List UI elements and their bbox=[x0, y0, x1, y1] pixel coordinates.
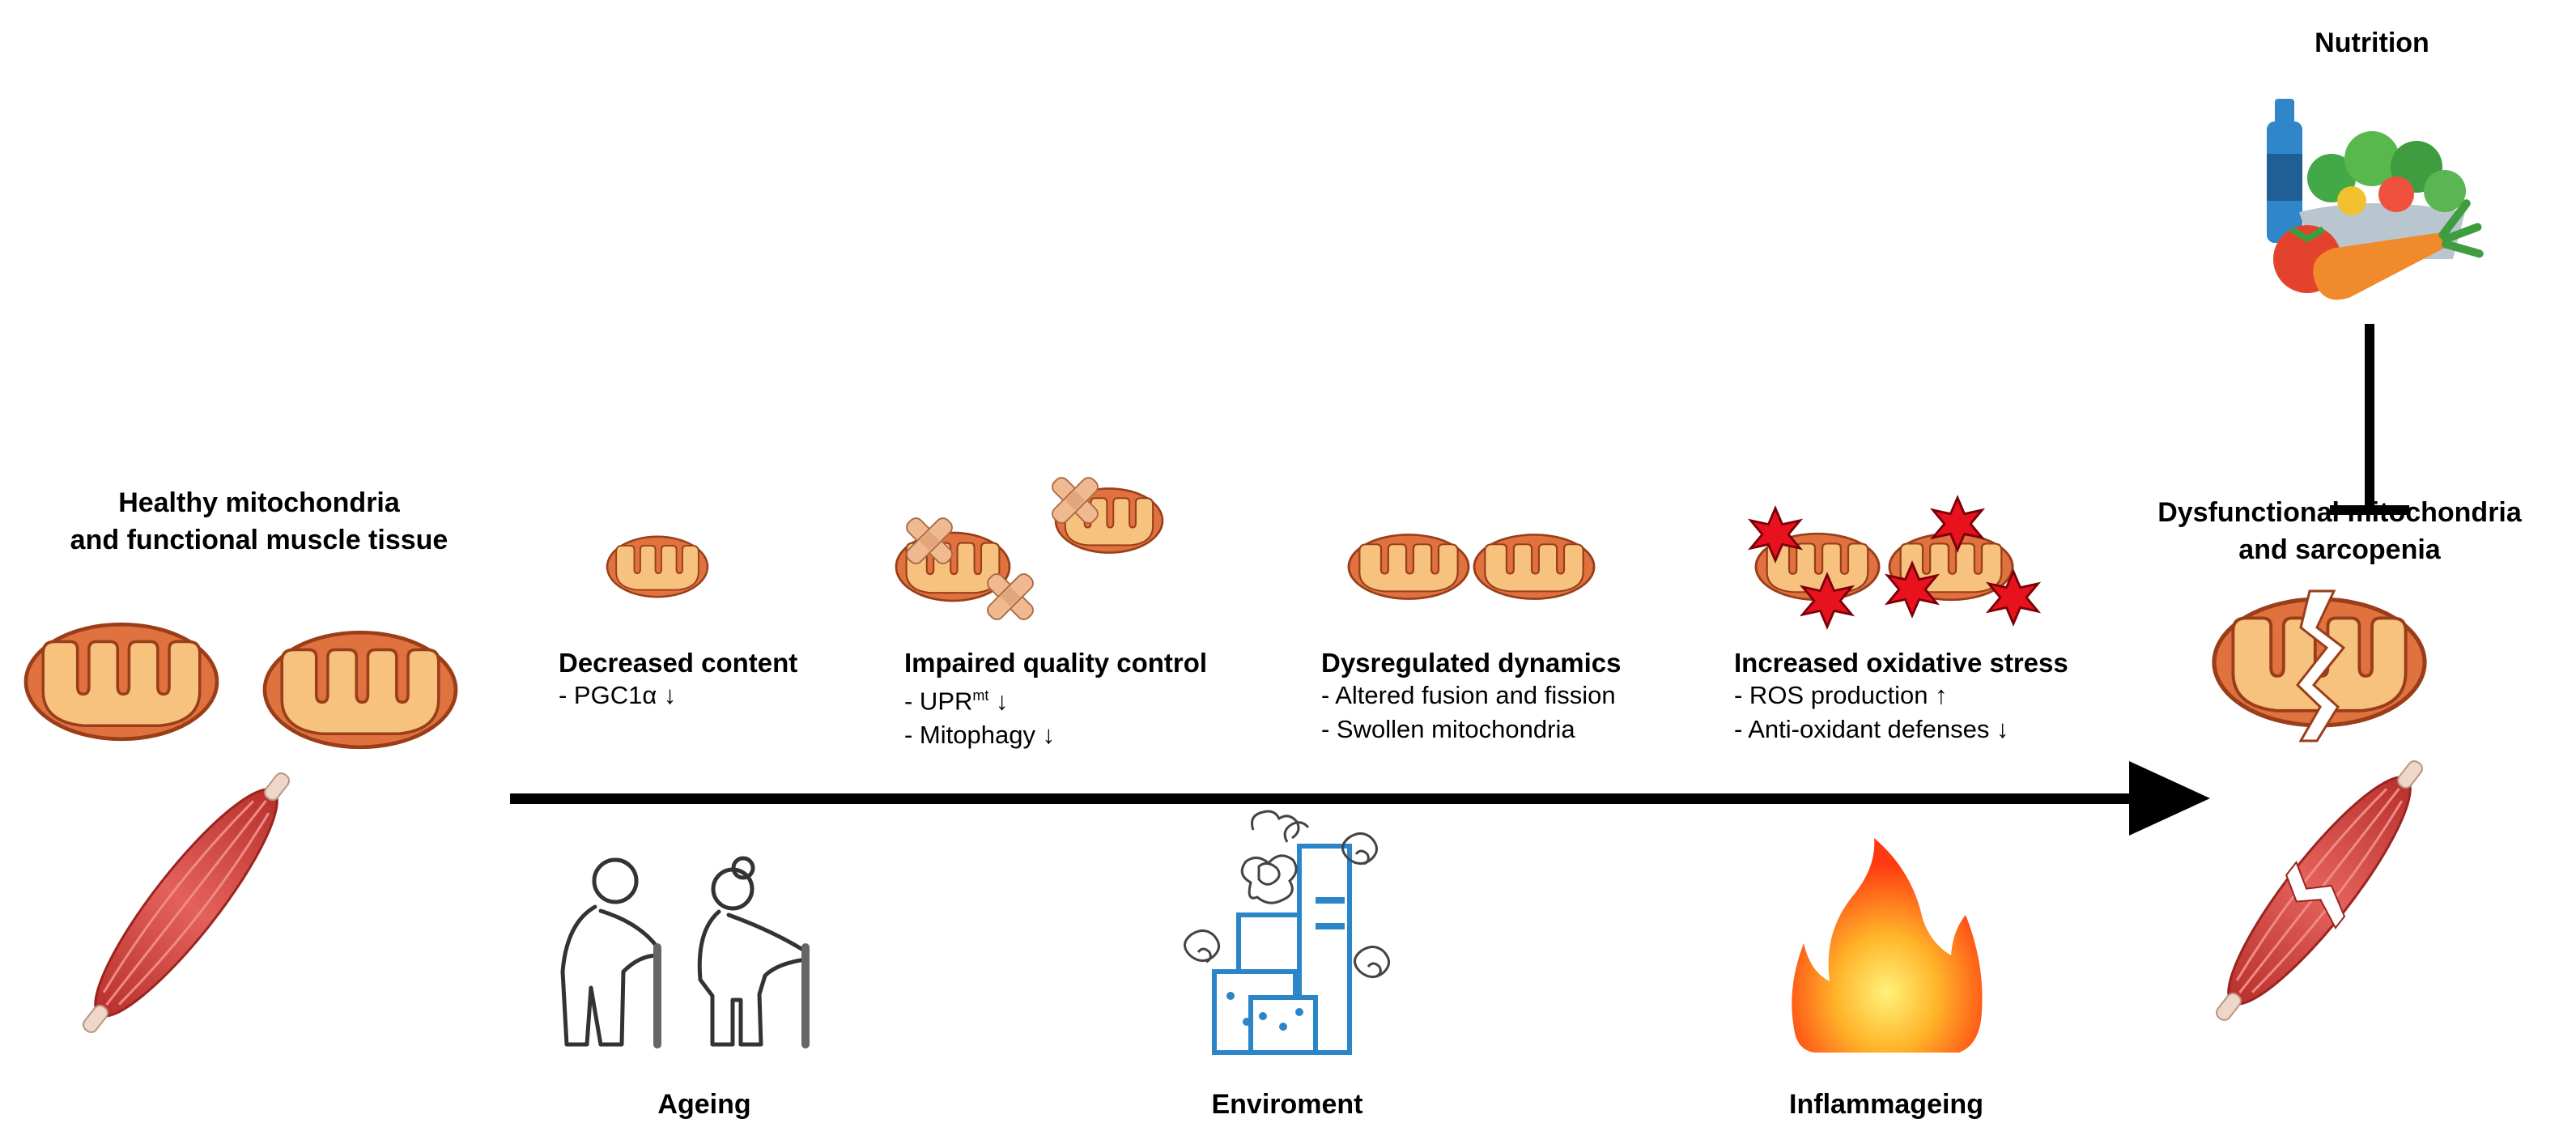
damaged-mitochondrion-icon bbox=[2214, 589, 2425, 742]
damaged-muscle-icon bbox=[2216, 760, 2423, 1021]
healthy-mitochondria-icon bbox=[26, 624, 456, 747]
fused-mitochondria-icon bbox=[1347, 533, 1596, 601]
stage-decreased-content: Decreased content - PGC1α ↓ bbox=[559, 648, 797, 712]
stage-item: - ROS production ↑ bbox=[1734, 681, 1948, 709]
stage-item: - Altered fusion and fission bbox=[1321, 681, 1616, 709]
progression-arrow bbox=[510, 761, 2210, 836]
ros-mitochondria-icon bbox=[1749, 496, 2039, 628]
fire-icon bbox=[1792, 838, 1983, 1053]
factor-environment: Enviroment bbox=[1211, 1089, 1363, 1120]
stage-item: - Mitophagy ↓ bbox=[904, 721, 1056, 750]
healthy-title-line1: Healthy mitochondria bbox=[118, 487, 400, 518]
bandaged-mitochondria-icon bbox=[895, 474, 1164, 623]
factor-inflammageing: Inflammageing bbox=[1789, 1089, 1983, 1120]
upr-arrow: ↓ bbox=[996, 687, 1009, 716]
upr-label: - UPR bbox=[904, 687, 973, 716]
nutrition-icon bbox=[2267, 99, 2484, 300]
healthy-title: Healthy mitochondria and functional musc… bbox=[49, 484, 470, 559]
stage-dysregulated-dynamics: Dysregulated dynamics - Altered fusion a… bbox=[1321, 648, 1621, 747]
dysfunctional-title: Dysfunctional mitochondria and sarcopeni… bbox=[2137, 494, 2542, 568]
nutrition-label: Nutrition bbox=[2315, 28, 2429, 58]
factor-ageing: Ageing bbox=[657, 1089, 751, 1120]
stage-item-upr: - UPRmt ↓ bbox=[904, 678, 1207, 718]
healthy-title-line2: and functional muscle tissue bbox=[70, 525, 448, 555]
factory-pollution-icon bbox=[1184, 810, 1390, 1055]
stage-title: Impaired quality control bbox=[904, 648, 1208, 678]
stage-impaired-quality-control: Impaired quality control - UPRmt ↓ - Mit… bbox=[904, 648, 1207, 752]
stage-item: - PGC1α ↓ bbox=[559, 681, 677, 709]
elderly-couple-icon bbox=[560, 856, 810, 1049]
inhibition-bar bbox=[2330, 324, 2409, 515]
dysfunctional-title-line1: Dysfunctional mitochondria bbox=[2157, 497, 2522, 528]
stage-item: - Swollen mitochondria bbox=[1321, 715, 1575, 743]
upr-superscript: mt bbox=[972, 687, 989, 704]
stage-oxidative-stress: Increased oxidative stress - ROS product… bbox=[1734, 648, 2068, 747]
stage-title: Increased oxidative stress bbox=[1734, 648, 2068, 678]
stage-item: - Anti-oxidant defenses ↓ bbox=[1734, 715, 2009, 743]
stage-title: Decreased content bbox=[559, 648, 798, 678]
single-mitochondrion-icon bbox=[606, 535, 709, 598]
dysfunctional-title-line2: and sarcopenia bbox=[2238, 534, 2441, 565]
stage-title: Dysregulated dynamics bbox=[1321, 648, 1622, 678]
healthy-muscle-icon bbox=[83, 772, 290, 1033]
